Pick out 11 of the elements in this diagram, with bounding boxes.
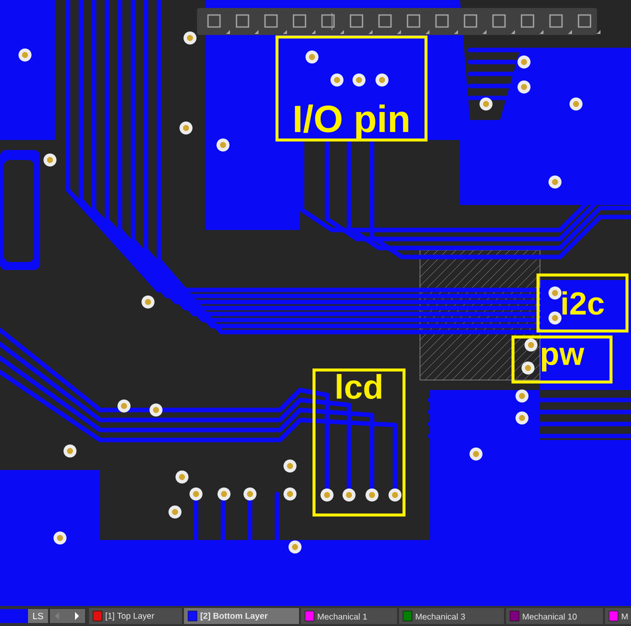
layer-tab: Mechanical 10 [506,608,603,624]
layer-tab: M [605,608,631,624]
layer-tab: [1] Top Layer [89,608,182,624]
layer-tab: [2] Bottom Layer [184,608,299,624]
layer-tab: Mechanical 1 [301,608,397,624]
annotation-box: I/O pin [276,36,428,142]
layer-set-button: LS [28,609,48,623]
annotation-box: i2c [536,274,628,332]
annotation-box: pw [512,336,612,384]
layer-tab: Mechanical 3 [399,608,504,624]
annotation-box: lcd [312,368,406,516]
